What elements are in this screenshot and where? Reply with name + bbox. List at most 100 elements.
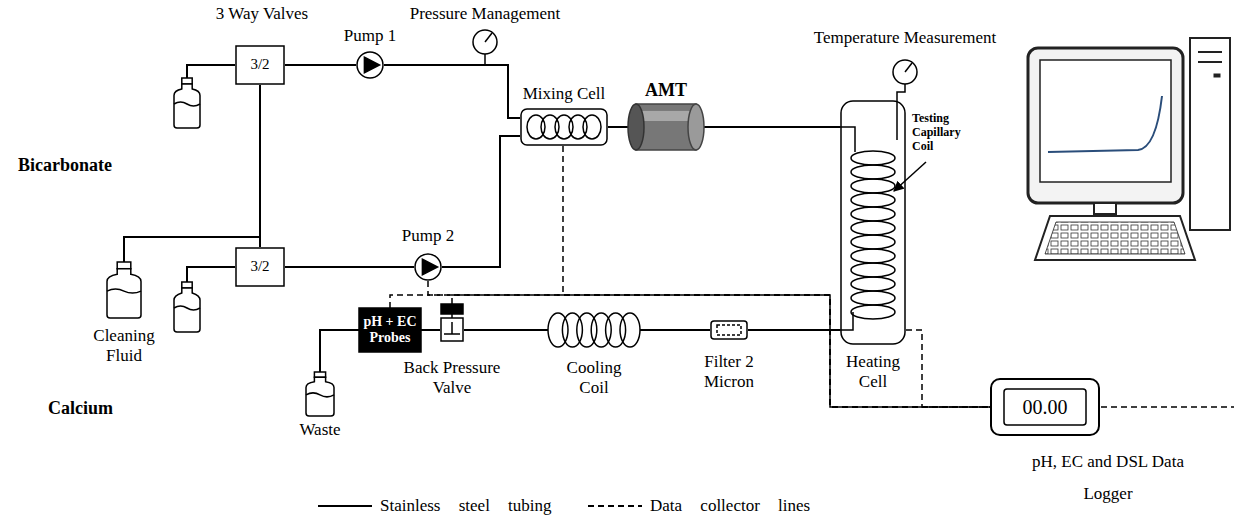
- pump-outline: [357, 52, 383, 78]
- part-label: Cleaning Fluid: [82, 326, 166, 365]
- data-logger: 00.00pH, EC and DSL Data Logger: [990, 378, 1100, 436]
- part-label: AMT: [631, 80, 701, 101]
- box-text: 3/2: [250, 56, 269, 73]
- bpv-shape: [440, 304, 464, 342]
- legend-sample: [318, 501, 372, 511]
- part-label: Heating Cell: [837, 352, 909, 391]
- legend-sample: [588, 501, 642, 511]
- steel-tubing: [384, 65, 520, 118]
- computer-icon: [1028, 38, 1230, 260]
- box-text: 3/2: [250, 258, 269, 275]
- mix-outline: [521, 109, 607, 145]
- cool-shape: [548, 312, 640, 348]
- pressure-gauge: [473, 30, 497, 65]
- bottle-outline: [174, 78, 200, 128]
- waste-bottle: Waste: [306, 372, 334, 416]
- amt-cylinder: AMT: [628, 104, 704, 150]
- steel-tubing: [285, 64, 356, 66]
- cleaning-fluid-bottle: Cleaning Fluid: [107, 262, 141, 318]
- heating-cell: Heating Cell: [840, 100, 906, 345]
- data-line: [563, 146, 990, 407]
- part-label: Waste: [285, 420, 355, 440]
- part-label: Pump 2: [388, 226, 468, 246]
- legend-text: Stainless steel tubing: [380, 496, 552, 516]
- part-label: Back Pressure Valve: [396, 358, 508, 397]
- leader-line: [894, 162, 926, 191]
- legend-line: [588, 505, 642, 507]
- steel-tubing: [608, 126, 628, 128]
- temperature-gauge-part: [893, 60, 917, 84]
- three-way-valve: 3/2: [235, 247, 285, 287]
- steel-tubing: [421, 329, 440, 331]
- calcium-bottle-part: [174, 288, 200, 332]
- legend-item: Data collector lines: [588, 496, 810, 516]
- pump-symbol: Pump 2: [414, 253, 442, 281]
- valve-outline: [236, 46, 284, 84]
- computer-icon-part: [1190, 38, 1230, 230]
- computer-icon-part: [1094, 203, 1116, 214]
- amt-outline: [628, 104, 704, 150]
- pump-symbol: Pump 1: [356, 51, 384, 79]
- heat-shape: [840, 100, 906, 345]
- part-label: Filter 2 Micron: [693, 352, 765, 391]
- filter-outline: [711, 321, 747, 339]
- bottle-outline: [306, 372, 334, 416]
- three-way-valve: 3/2: [235, 45, 285, 85]
- pump-shape: [414, 253, 442, 281]
- legend-text: Data collector lines: [650, 496, 810, 516]
- data-line: [452, 295, 990, 407]
- filter-shape: [710, 320, 748, 340]
- bottle-shape: [107, 262, 141, 318]
- temperature-gauge-part: [897, 84, 905, 140]
- calcium-bottle-part: [187, 267, 235, 282]
- temperature-gauge-part: [905, 63, 912, 72]
- pump-outline: [415, 254, 441, 280]
- calcium-bottle-part: [182, 282, 192, 288]
- computer-icon-part: [1028, 48, 1183, 203]
- box-text: pH + EC Probes: [363, 314, 417, 346]
- pressure-gauge-part: [484, 54, 486, 65]
- leader-line-part: [894, 162, 926, 191]
- amt-shape: [628, 104, 704, 150]
- steel-tubing: [124, 85, 260, 262]
- calcium-bottle: [174, 267, 235, 332]
- steel-tubing: [464, 329, 548, 331]
- box-text: 00.00: [1023, 396, 1068, 419]
- part-label: Bicarbonate: [0, 155, 130, 176]
- cool-outline: [548, 313, 640, 347]
- legend-line: [318, 505, 372, 507]
- part-label: Cooling Coil: [552, 358, 636, 397]
- computer-icon-part: [1214, 74, 1220, 77]
- steel-tubing: [640, 329, 710, 331]
- pump-shape: [356, 51, 384, 79]
- steel-tubing: [442, 136, 520, 267]
- data-line-to-computer: [1101, 407, 1234, 408]
- steel-tubing: [187, 65, 235, 78]
- bottle-outline: [107, 262, 141, 318]
- cooling-coil: Cooling Coil: [548, 312, 640, 348]
- bottle-shape: [174, 78, 200, 128]
- mixing-cell: Mixing Cell: [520, 108, 608, 146]
- computer-icon-part: [1048, 96, 1162, 152]
- annotation-label: Pressure Management: [385, 4, 585, 24]
- annotation-label: 3 Way Valves: [197, 4, 327, 24]
- annotation-label: Testing Capillary Coil: [912, 112, 974, 153]
- annotation-label: Temperature Measurement: [795, 28, 1015, 48]
- mix-shape: [520, 108, 608, 146]
- computer-icon-part: [1040, 60, 1171, 182]
- pressure-gauge-part: [473, 30, 497, 54]
- calcium-bottle-part: [174, 306, 200, 310]
- bicarbonate-bottle: Bicarbonate: [174, 78, 200, 128]
- bottle-shape: [306, 372, 334, 416]
- back-pressure-valve: Back Pressure Valve: [440, 304, 464, 342]
- data-line: [390, 295, 990, 407]
- part-label: Mixing Cell: [504, 84, 624, 104]
- heat-outline: [840, 101, 905, 344]
- computer-icon-part: [1045, 222, 1185, 254]
- data-line-to-computer-part: [1101, 406, 1234, 408]
- steel-tubing: [320, 330, 359, 372]
- computer-icon-part: [1198, 61, 1222, 63]
- pressure-gauge-part: [485, 33, 492, 42]
- computer-icon-part: [1198, 51, 1222, 53]
